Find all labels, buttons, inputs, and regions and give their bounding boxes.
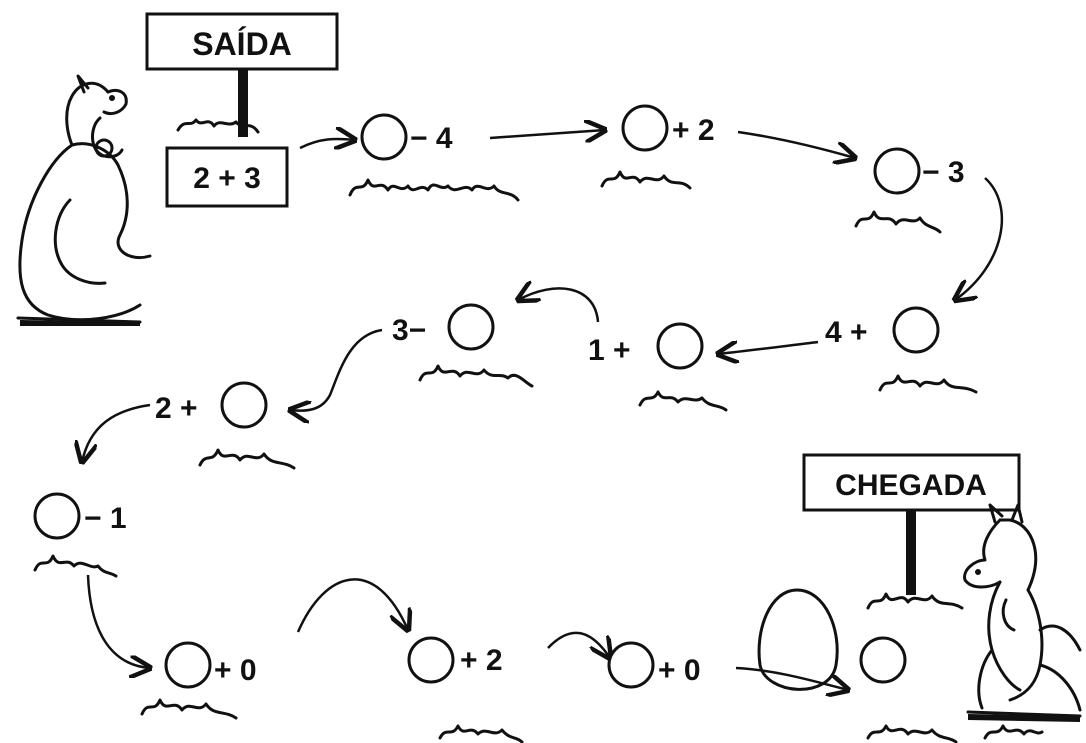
answer-circle-8[interactable]	[33, 492, 81, 540]
answer-circle-6[interactable]	[447, 303, 495, 351]
answer-circle-final[interactable]	[859, 636, 907, 684]
grass-icon	[638, 390, 728, 412]
operation-label-3: − 3	[922, 156, 965, 189]
operation-label-2: + 2	[672, 114, 715, 147]
answer-slots	[33, 104, 940, 689]
answer-circle-10[interactable]	[407, 636, 455, 684]
answer-circle-5[interactable]	[656, 322, 704, 370]
grass-icon	[600, 170, 692, 190]
answer-circle-4[interactable]	[892, 306, 940, 354]
grass-icon	[348, 178, 520, 202]
start-expression: 2 + 3	[165, 146, 289, 208]
finish-sign: CHEGADA	[802, 453, 1021, 610]
answer-circle-9[interactable]	[164, 641, 212, 689]
answer-circle-2[interactable]	[621, 104, 669, 152]
grass-icon	[140, 698, 238, 720]
start-sign: SAÍDA	[145, 12, 339, 137]
answer-circle-11[interactable]	[607, 641, 655, 689]
operation-label-8: − 1	[84, 502, 127, 535]
grass-icons	[33, 170, 978, 743]
finish-kangaroo-icon	[963, 503, 1082, 740]
start-kangaroo-icon	[16, 74, 152, 326]
grass-icon	[854, 210, 942, 234]
grass-icon	[198, 448, 296, 470]
grass-icon	[33, 554, 118, 578]
answer-circle-1[interactable]	[360, 113, 408, 161]
grass-icon	[438, 724, 524, 743]
finish-sign-label: CHEGADA	[835, 469, 987, 502]
operation-label-10: + 2	[460, 644, 503, 677]
operation-label-9: + 0	[214, 654, 257, 687]
answer-circle-3[interactable]	[873, 147, 921, 195]
operation-label-11: + 0	[658, 654, 701, 687]
start-expression-label: 2 + 3	[193, 162, 261, 195]
grass-icon	[418, 364, 534, 388]
operation-label-7: 2 +	[155, 392, 198, 425]
operation-labels: − 4 + 2 − 3 4 + 1 + 3− 2 + − 1 + 0 + 2 +…	[84, 114, 965, 687]
operation-label-5: 1 +	[588, 334, 631, 367]
operation-label-4: 4 +	[825, 316, 868, 349]
path-arrows	[82, 130, 1004, 690]
operation-label-1: − 4	[410, 122, 453, 155]
start-sign-label: SAÍDA	[192, 26, 292, 62]
operation-label-6: 3−	[392, 314, 426, 347]
answer-circle-7[interactable]	[220, 381, 268, 429]
egg-icon	[757, 588, 839, 691]
grass-icon	[878, 374, 978, 394]
grass-icon	[866, 724, 958, 743]
